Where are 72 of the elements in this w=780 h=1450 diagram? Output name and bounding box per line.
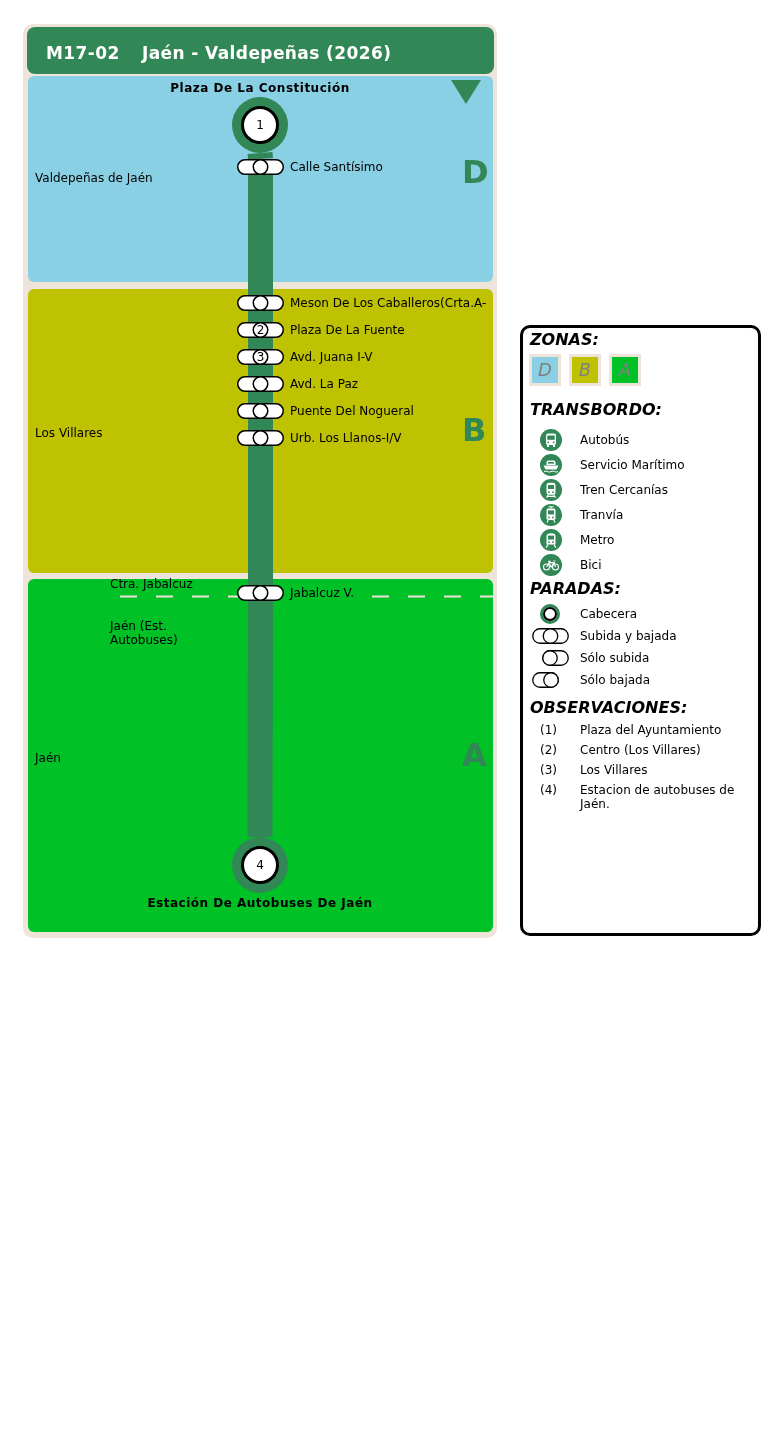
route-title: Jaén - Valdepeñas (2026) — [142, 42, 392, 64]
route-line — [248, 311, 273, 322]
stop-name: Avd. La Paz — [290, 376, 359, 392]
stop-number: 4 — [256, 858, 264, 872]
swatch-letter: D — [537, 358, 553, 382]
note-number: (2) — [540, 742, 557, 758]
route-line — [247, 600, 273, 838]
stop-marker — [237, 430, 284, 446]
note-text: Los Villares — [580, 762, 648, 778]
stop-name: Estación De Autobuses De Jaén — [146, 895, 374, 911]
legend-label: Sólo bajada — [580, 672, 651, 688]
stop-name: Avd. Juana I-V — [290, 349, 373, 365]
locality-name: Valdepeñas de Jaén — [35, 170, 153, 186]
stop-marker — [237, 585, 284, 601]
stop-number: 1 — [256, 118, 264, 132]
stop-marker — [237, 376, 284, 392]
terminus-stop — [232, 97, 288, 153]
legend-label: Cabecera — [580, 606, 637, 622]
note-text: Centro (Los Villares) — [580, 742, 701, 758]
locality-name: Los Villares — [35, 425, 103, 441]
stop-number: 3 — [256, 350, 265, 364]
note-text: Plaza del Ayuntamiento — [580, 722, 722, 738]
stop-marker — [237, 322, 284, 338]
zone-band — [28, 76, 493, 282]
legend-label: Subida y bajada — [580, 628, 677, 644]
route-line — [248, 365, 273, 376]
note-number: (1) — [540, 722, 557, 738]
stop-name: Plaza De La Fuente — [290, 322, 405, 338]
legend-label: Servicio Marítimo — [580, 457, 685, 473]
route-line — [248, 446, 273, 585]
stop-name: Meson De Los Caballeros(Crta.A- — [290, 295, 487, 311]
zone-band — [28, 289, 493, 573]
zone-band — [28, 579, 493, 932]
zone-letter: A — [462, 738, 487, 772]
route-line — [248, 338, 273, 349]
note-number: (3) — [540, 762, 557, 778]
stop-name: Puente Del Nogueral — [290, 403, 414, 419]
route-line — [247, 151, 273, 161]
stop-name: Urb. Los Llanos-I/V — [290, 430, 402, 446]
locality-name: Jaén — [35, 750, 61, 766]
stop-name: Jabalcuz V. — [288, 585, 356, 601]
legend-label: Metro — [580, 532, 615, 548]
stop-marker — [237, 159, 284, 175]
legend-label: Tren Cercanías — [580, 482, 668, 498]
legend-heading: TRANSBORDO: — [530, 400, 662, 419]
note-text: Estacion de autobuses de Jaén. — [580, 783, 736, 811]
route-line — [248, 175, 273, 295]
legend-label: Sólo subida — [580, 650, 650, 666]
swatch-letter: B — [577, 358, 593, 382]
legend-label: Autobús — [580, 432, 630, 448]
route-line — [248, 419, 273, 430]
boundary-label: Ctra. Jabalcuz — [110, 576, 193, 592]
zone-letter: B — [462, 413, 487, 447]
note-number: (4) — [540, 782, 557, 798]
legend-label: Tranvía — [580, 507, 624, 523]
stop-marker — [237, 349, 284, 365]
legend-label: Bici — [580, 557, 602, 573]
legend-heading: PARADAS: — [530, 579, 621, 598]
stop-name: Plaza De La Constitución — [169, 80, 351, 96]
route-line — [248, 392, 273, 403]
stop-marker — [237, 295, 284, 311]
stop-number: 2 — [256, 323, 265, 337]
legend-heading: OBSERVACIONES: — [530, 698, 688, 717]
stop-marker — [237, 403, 284, 419]
stop-name: Calle Santísimo — [290, 159, 383, 175]
legend-heading: ZONAS: — [530, 330, 599, 349]
header-bar — [27, 27, 494, 74]
route-code: M17-02 — [46, 42, 120, 64]
swatch-letter: A — [617, 358, 633, 382]
boundary-label: Jaén (Est. Autobuses) — [110, 619, 179, 647]
zone-letter: D — [462, 155, 489, 189]
terminus-stop — [232, 837, 288, 893]
